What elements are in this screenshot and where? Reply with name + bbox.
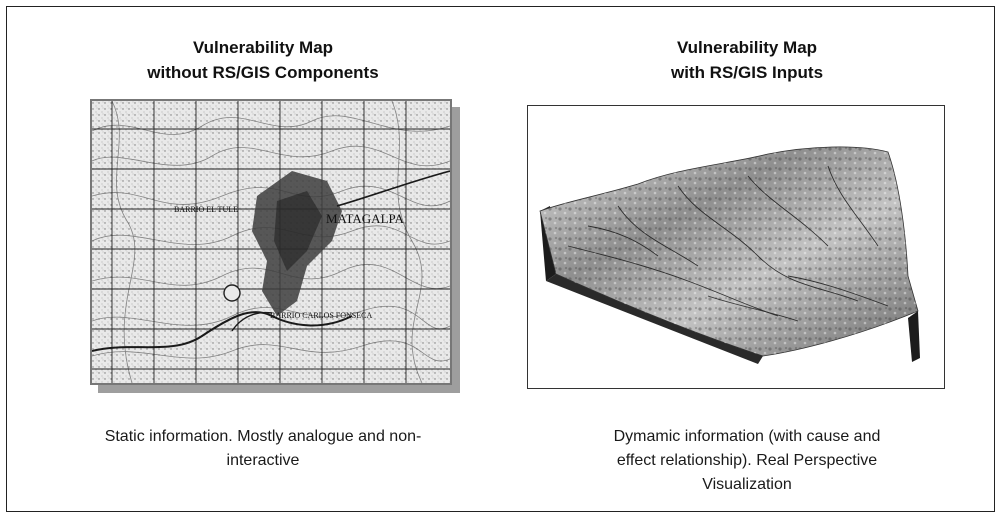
figure-frame: Vulnerability Map without RS/GIS Compone…: [6, 6, 995, 512]
right-title-line2: with RS/GIS Inputs: [670, 63, 824, 82]
right-title-line1: Vulnerability Map: [676, 38, 818, 57]
right-panel-title: Vulnerability Map with RS/GIS Inputs: [507, 35, 987, 85]
map-label-barrio-north: BARRIO EL TULE: [174, 205, 238, 214]
terrain-3d-graphic: [539, 146, 920, 364]
left-title-line2: without RS/GIS Components: [147, 63, 379, 82]
topographic-map: BARRIO EL TULE MATAGALPA BARRIO CARLOS F…: [90, 99, 460, 393]
panel-with-rs-gis: Vulnerability Map with RS/GIS Inputs: [507, 7, 987, 511]
left-panel-caption: Static information. Mostly analogue and …: [104, 428, 422, 469]
left-panel-title: Vulnerability Map without RS/GIS Compone…: [23, 35, 503, 85]
panel-without-rs-gis: Vulnerability Map without RS/GIS Compone…: [23, 7, 503, 511]
topographic-map-image: BARRIO EL TULE MATAGALPA BARRIO CARLOS F…: [90, 99, 452, 385]
right-panel-caption: Dymamic information (with cause and effe…: [613, 428, 881, 493]
topographic-map-graphic: BARRIO EL TULE MATAGALPA BARRIO CARLOS F…: [92, 101, 450, 383]
map-label-town: MATAGALPA: [326, 211, 405, 226]
left-title-line1: Vulnerability Map: [192, 38, 334, 57]
map-label-barrio-south: BARRIO CARLOS FONSECA: [270, 311, 372, 320]
terrain-3d-view: [527, 105, 945, 389]
